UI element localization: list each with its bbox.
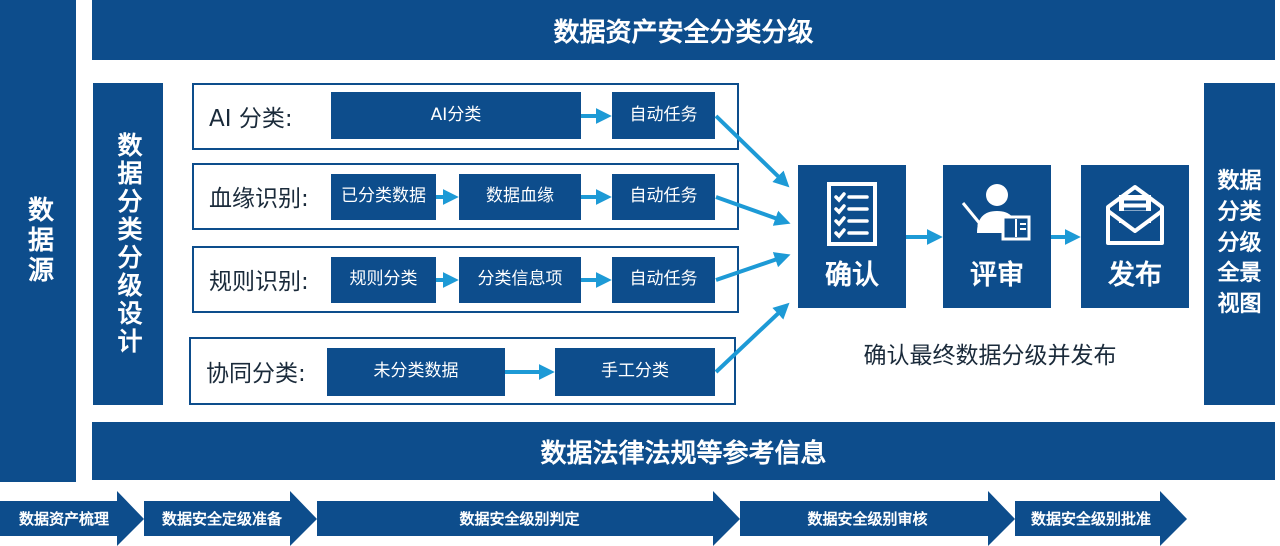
data-lineage-box: 数据血缘 [459, 174, 581, 220]
process-steps [0, 491, 1187, 546]
classify-info-box: 分类信息项 [459, 257, 581, 303]
confirm-stage: 确认 [798, 165, 906, 308]
data-source-column: 数据源 [0, 0, 76, 482]
manual-classify-box: 手工分类 [555, 348, 715, 396]
review-stage: 评审 [943, 165, 1051, 308]
auto-task-box-1: 自动任务 [612, 92, 715, 139]
row-label-ai: AI 分类: [209, 106, 293, 132]
overview-column-label: 数据分类分级全景视图 [1217, 169, 1262, 318]
arrow-row1-to-confirm [714, 114, 790, 188]
design-column-label: 数据分类分级设计 [114, 132, 143, 356]
step-1-label: 数据资产梳理 [18, 510, 109, 528]
arrow-row3-to-confirm [715, 252, 791, 282]
bottom-banner-title: 数据法律法规等参考信息 [540, 438, 827, 469]
auto-task-box-2: 自动任务 [612, 174, 715, 220]
row-label-rules: 规则识别: [209, 269, 309, 295]
reviewer-icon [961, 184, 1031, 241]
data-source-label: 数据源 [23, 196, 54, 286]
arrow-row4-to-confirm [714, 302, 790, 374]
design-column: 数据分类分级设计 [93, 83, 163, 405]
overview-column: 数据分类分级全景视图 [1204, 83, 1275, 405]
envelope-icon [1106, 185, 1164, 245]
confirm-label: 确认 [825, 260, 879, 291]
rule-classify-box: 规则分类 [331, 257, 436, 303]
arrow-row2-to-confirm [715, 195, 791, 226]
step-4-shape [740, 491, 1015, 546]
unclassified-data-box: 未分类数据 [327, 348, 505, 396]
checklist-icon [827, 182, 877, 246]
top-banner: 数据资产安全分类分级 [92, 0, 1275, 60]
step-2-shape [144, 491, 317, 546]
ai-classify-box: AI分类 [331, 92, 581, 139]
step-5-shape [1015, 491, 1187, 546]
row-label-collab: 协同分类: [206, 361, 306, 387]
step-2-label: 数据安全定级准备 [161, 510, 282, 528]
publish-stage: 发布 [1081, 165, 1189, 308]
step-1-shape [0, 491, 144, 546]
auto-task-box-3: 自动任务 [612, 257, 715, 303]
review-label: 评审 [970, 260, 1024, 291]
caption: 确认最终数据分级并发布 [863, 343, 1117, 369]
classified-data-box: 已分类数据 [331, 174, 436, 220]
step-3-shape [317, 491, 740, 546]
step-3-label: 数据安全级别判定 [459, 510, 580, 528]
publish-label: 发布 [1108, 260, 1162, 291]
row-label-lineage: 血缘识别: [209, 186, 309, 212]
step-5-label: 数据安全级别批准 [1030, 510, 1151, 528]
top-banner-title: 数据资产安全分类分级 [553, 17, 814, 48]
bottom-banner: 数据法律法规等参考信息 [92, 422, 1275, 480]
step-4-label: 数据安全级别审核 [807, 510, 928, 528]
